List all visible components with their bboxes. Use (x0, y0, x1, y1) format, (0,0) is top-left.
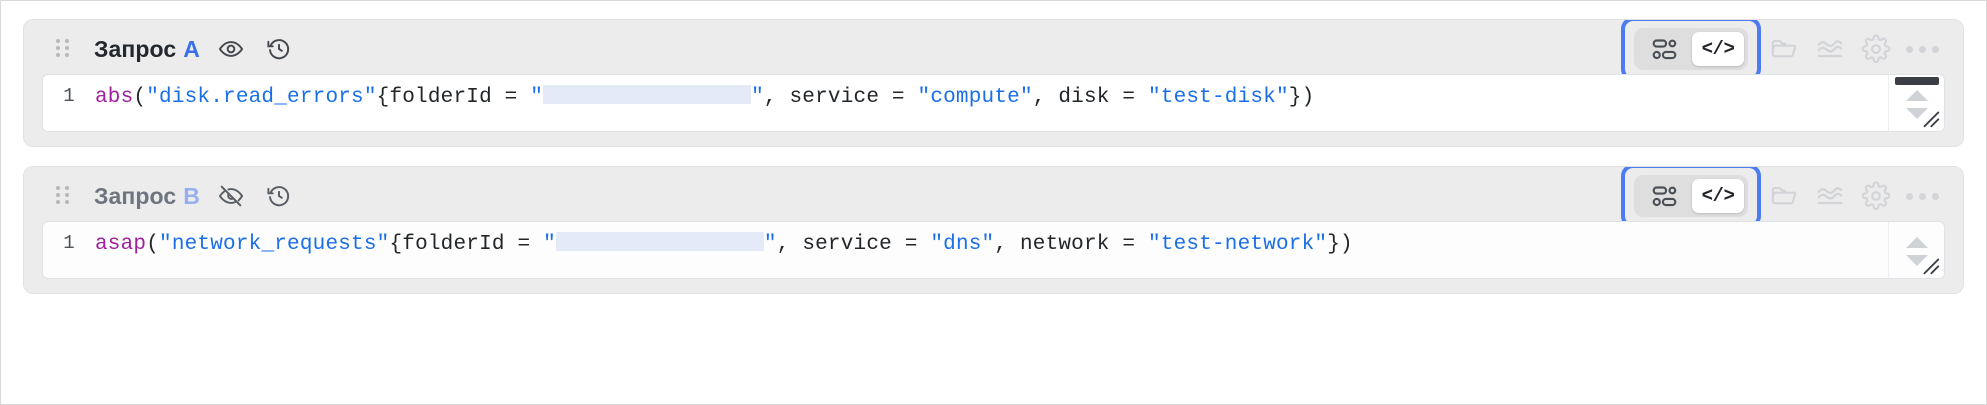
code-token-disk-key-a: , disk = (1032, 86, 1148, 109)
eye-off-icon[interactable] (214, 179, 248, 213)
code-token-service-value-a: "compute" (917, 86, 1033, 109)
code-editor-a[interactable]: 1 abs("disk.read_errors"{folderId = "", … (42, 74, 1945, 132)
drag-handle-icon[interactable] (56, 39, 70, 59)
code-token-paren-open-a: ( (133, 86, 147, 109)
drag-handle-icon[interactable] (56, 186, 70, 206)
code-token-folderid-key-a: {folderId = (376, 86, 531, 109)
segmented-control-b: </> (1634, 175, 1748, 217)
code-editor-b[interactable]: 1 asap("network_requests"{folderId = " ",… (42, 221, 1945, 279)
code-token-disk-value-a: "test-disk" (1147, 86, 1289, 109)
code-line-a[interactable]: abs("disk.read_errors"{folderId = "", se… (95, 75, 1888, 131)
history-revert-icon[interactable] (262, 179, 296, 213)
gear-icon[interactable] (1853, 174, 1899, 218)
code-token-close-b: }) (1327, 233, 1353, 256)
segmented-control-a: </> (1634, 28, 1748, 70)
resize-handle-icon[interactable] (1919, 107, 1941, 129)
query-title-text-b: Запрос (94, 182, 177, 209)
code-brackets-icon[interactable]: </> (1692, 179, 1744, 213)
code-token-quote-close-b: " (763, 233, 777, 256)
history-revert-icon[interactable] (262, 32, 296, 66)
redacted-folder-id-a (543, 85, 752, 104)
folder-icon[interactable] (1761, 174, 1807, 218)
eye-icon[interactable] (214, 32, 248, 66)
code-token-paren-open-b: ( (146, 233, 160, 256)
ellipsis-icon[interactable] (1899, 174, 1945, 218)
editor-rail-a (1888, 75, 1944, 131)
code-token-function-a: abs (95, 86, 134, 109)
code-token-function-b: asap (95, 233, 147, 256)
gear-icon[interactable] (1853, 27, 1899, 71)
code-token-network-key-b: , network = (994, 233, 1148, 256)
code-token-quote-open-b: " (543, 233, 556, 256)
code-token-folderid-key-b: {folderId = (389, 233, 544, 256)
code-token-quote-close-a: " (751, 86, 764, 109)
code-token-metric-a: "disk.read_errors" (146, 86, 377, 109)
horizontal-scrollbar-thumb-a[interactable] (1895, 77, 1939, 85)
resize-handle-icon[interactable] (1919, 254, 1941, 276)
view-mode-toggle-b[interactable]: </> (1621, 167, 1761, 228)
chart-wave-icon[interactable] (1807, 27, 1853, 71)
code-token-service-value-b: "dns" (930, 233, 995, 256)
query-letter-b: B (183, 182, 200, 209)
code-token-quote-open-a: " (530, 86, 544, 109)
code-token-network-value-b: "test-network" (1147, 233, 1328, 256)
line-number-a: 1 (63, 85, 75, 107)
chart-wave-icon[interactable] (1807, 174, 1853, 218)
code-token-metric-b: "network_requests" (159, 233, 390, 256)
chevron-up-icon[interactable] (1906, 237, 1928, 248)
editor-rail-b (1888, 222, 1944, 278)
ellipsis-icon[interactable] (1899, 27, 1945, 71)
code-token-service-key-b: , service = (776, 233, 931, 256)
code-brackets-icon[interactable]: </> (1692, 32, 1744, 66)
blocks-icon[interactable] (1638, 179, 1690, 213)
chevron-down-icon[interactable] (1906, 255, 1928, 266)
query-letter-a: A (183, 35, 200, 62)
chevron-up-icon[interactable] (1906, 90, 1928, 101)
code-line-b[interactable]: asap("network_requests"{folderId = "", s… (95, 222, 1888, 278)
code-token-service-key-a: , service = (763, 86, 918, 109)
folder-icon[interactable] (1761, 27, 1807, 71)
blocks-icon[interactable] (1638, 32, 1690, 66)
redacted-folder-id-b (555, 232, 764, 251)
code-view-label-b: </> (1701, 185, 1735, 207)
chevron-down-icon[interactable] (1906, 108, 1928, 119)
code-token-close-a: }) (1288, 86, 1315, 109)
line-number-b: 1 (63, 232, 75, 254)
code-view-label-a: </> (1701, 38, 1735, 60)
query-title-text-a: Запрос (94, 35, 177, 62)
view-mode-toggle-a[interactable]: </> (1621, 20, 1761, 81)
